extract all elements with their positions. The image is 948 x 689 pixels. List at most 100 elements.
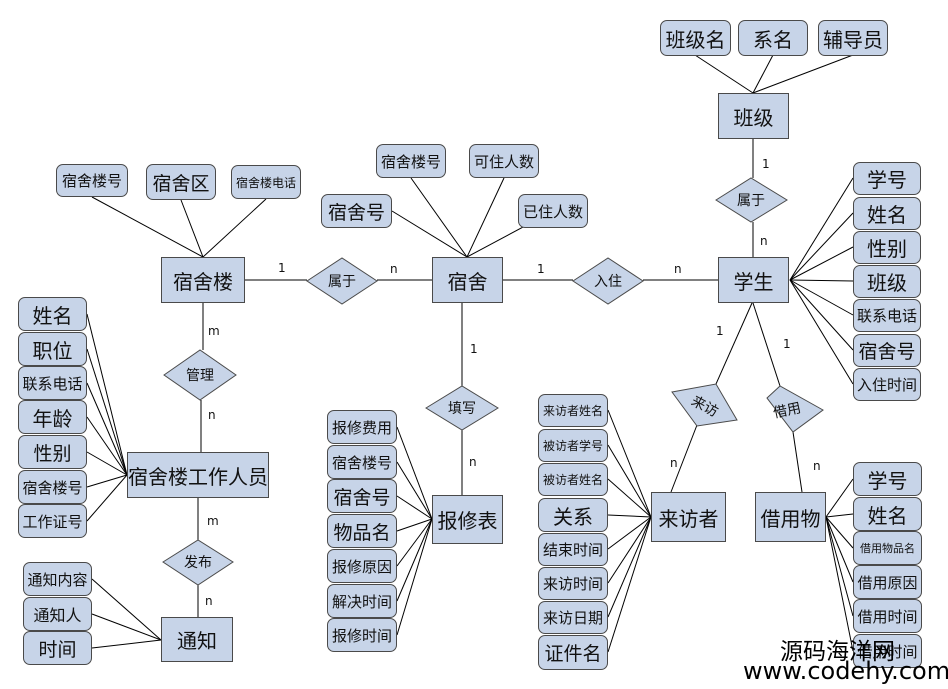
attr-notice-time: 时间 — [23, 631, 92, 665]
connector-line — [752, 54, 774, 94]
connector-line — [607, 514, 652, 518]
card-borrow-1: 1 — [783, 337, 791, 351]
attr-visitor-name: 来访者姓名 — [538, 394, 608, 427]
attr-dorm-building-no: 宿舍楼号 — [376, 144, 446, 178]
attr-staff-name: 姓名 — [18, 297, 87, 331]
card-building-dorm-n: n — [390, 262, 398, 276]
connector-line — [91, 613, 162, 641]
card-class-student-1: 1 — [762, 157, 770, 171]
entity-repair: 报修表 — [432, 495, 503, 544]
connector-line — [825, 516, 854, 617]
connector-line — [825, 516, 854, 652]
attr-checkin-time: 入住时间 — [853, 368, 921, 401]
entity-dorm: 宿舍 — [432, 257, 503, 303]
attr-staff-position: 职位 — [18, 332, 87, 366]
attr-staff-phone: 联系电话 — [18, 366, 87, 400]
connector-line — [789, 279, 854, 351]
connector-line — [396, 518, 433, 636]
connector-line — [607, 516, 652, 618]
connector-line — [91, 196, 204, 258]
connector-line — [396, 518, 433, 532]
entity-building: 宿舍楼 — [161, 257, 245, 303]
attr-visited-student-id: 被访者学号 — [538, 429, 608, 462]
attr-end-time: 结束时间 — [538, 533, 608, 566]
card-fill-1: 1 — [470, 342, 478, 356]
connector-line — [825, 516, 854, 583]
connector-line — [825, 478, 854, 518]
connector-line — [86, 474, 128, 522]
card-publish-n: n — [205, 594, 213, 608]
attr-student-gender: 性别 — [853, 231, 921, 264]
attr-item-name: 物品名 — [327, 514, 397, 548]
connector-line — [91, 639, 162, 649]
attr-notice-content: 通知内容 — [23, 562, 92, 596]
attr-borrow-time-2: 借用时间 — [853, 634, 922, 668]
rel-manage-label: 管理 — [186, 368, 214, 384]
connector-line — [86, 313, 128, 476]
connector-line — [410, 177, 468, 258]
connector-line — [607, 409, 652, 518]
connector-line — [607, 516, 652, 550]
connector-line — [694, 54, 754, 94]
rel-manage-diamond — [163, 349, 237, 401]
connector-line — [391, 210, 468, 258]
attr-staff-id: 工作证号 — [18, 504, 87, 538]
card-publish-m: m — [207, 514, 219, 528]
connector-line — [789, 279, 854, 316]
attr-capacity: 可住人数 — [469, 144, 539, 178]
rel-publish-diamond — [162, 539, 234, 586]
entity-notice: 通知 — [161, 617, 233, 662]
connector-line — [789, 177, 854, 281]
connector-line — [825, 513, 854, 518]
connector-line — [607, 444, 652, 518]
attr-resolve-time: 解决时间 — [327, 584, 397, 618]
card-borrow-n: n — [813, 459, 821, 473]
connector-line — [396, 518, 433, 567]
attr-counselor: 辅导员 — [818, 20, 888, 56]
rel-dorm-student-diamond — [572, 257, 644, 305]
entity-visitor: 来访者 — [651, 492, 726, 542]
attr-repair-building-no: 宿舍楼号 — [327, 445, 397, 479]
connector-line — [715, 302, 753, 385]
entity-student: 学生 — [718, 257, 789, 303]
attr-student-id: 学号 — [853, 162, 921, 195]
attr-visit-date: 来访日期 — [538, 601, 608, 634]
card-manage-m: m — [208, 324, 220, 338]
attr-borrow-item-name: 借用物品名 — [853, 531, 922, 565]
attr-borrow-time: 借用时间 — [853, 599, 922, 633]
card-dorm-student-n: n — [674, 262, 682, 276]
attr-visited-name: 被访者姓名 — [538, 463, 608, 496]
connector-line — [396, 495, 433, 520]
connector-line — [789, 279, 854, 282]
connector-line — [825, 516, 854, 549]
attr-staff-building-no: 宿舍楼号 — [18, 470, 87, 504]
attr-repair-time: 报修时间 — [327, 618, 397, 652]
attr-student-name: 姓名 — [853, 197, 921, 230]
connector-line — [466, 177, 505, 258]
connector-line — [202, 198, 267, 258]
rel-fill-label: 填写 — [448, 401, 476, 417]
attr-student-dorm-no: 宿舍号 — [853, 334, 921, 367]
connector-line — [792, 431, 803, 493]
attr-building-no: 宿舍楼号 — [56, 164, 128, 197]
connector-line — [86, 474, 128, 488]
attr-notice-person: 通知人 — [23, 597, 92, 631]
card-manage-n: n — [208, 408, 216, 422]
attr-relationship: 关系 — [538, 498, 608, 532]
rel-class-student-label: 属于 — [737, 193, 765, 209]
rel-publish-label: 发布 — [184, 555, 212, 571]
rel-class-student-diamond — [715, 177, 788, 223]
attr-visit-time: 来访时间 — [538, 567, 608, 600]
rel-fill-diamond — [425, 385, 499, 431]
card-dorm-student-1: 1 — [537, 262, 545, 276]
attr-repair-reason: 报修原因 — [327, 549, 397, 583]
entity-borrowed: 借用物 — [755, 492, 826, 542]
attr-id-document: 证件名 — [538, 635, 608, 670]
rel-building-dorm-label: 属于 — [328, 274, 356, 290]
connector-line — [86, 348, 128, 476]
attr-class-name: 班级名 — [660, 20, 731, 56]
card-class-student-n: n — [760, 234, 768, 248]
connector-line — [789, 279, 854, 385]
